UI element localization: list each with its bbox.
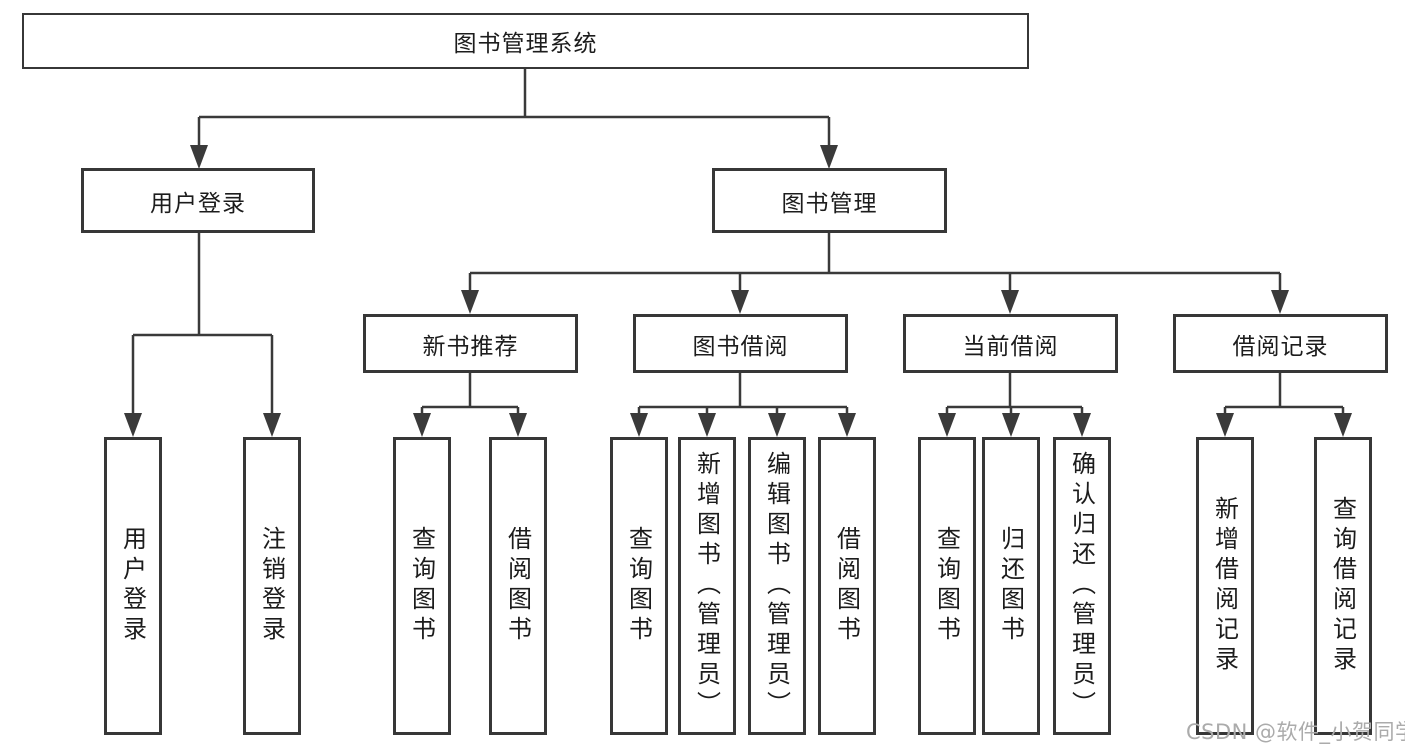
csdn-watermark: CSDN @软件_小贺同学	[1186, 720, 1405, 744]
arrowhead	[1271, 290, 1289, 314]
arrowhead	[1073, 413, 1091, 437]
arrowhead	[263, 413, 281, 437]
arrowhead	[698, 413, 716, 437]
leaf-query-borrow-record: 查询借阅记录	[1314, 437, 1372, 735]
arrowhead	[768, 413, 786, 437]
arrowhead	[461, 290, 479, 314]
leaf-add-books-admin: 新增图书（管理员）	[678, 437, 736, 735]
edge-user-login	[131, 233, 274, 415]
arrowhead	[413, 413, 431, 437]
arrowhead	[190, 145, 208, 169]
leaf-query-books-borrowing: 查询图书	[610, 437, 668, 735]
arrowhead	[630, 413, 648, 437]
node-book-management: 图书管理	[712, 168, 947, 233]
arrowhead	[820, 145, 838, 169]
node-book-borrowing: 图书借阅	[633, 314, 848, 373]
leaf-query-books-recommend: 查询图书	[393, 437, 451, 735]
arrowhead	[838, 413, 856, 437]
edge-current-borrow	[945, 373, 1084, 415]
arrowhead	[509, 413, 527, 437]
leaf-logout: 注销登录	[243, 437, 301, 735]
arrowhead	[1334, 413, 1352, 437]
arrowhead	[1002, 413, 1020, 437]
edge-book-mgmt	[468, 233, 1282, 292]
arrowhead	[938, 413, 956, 437]
edge-book-borrow	[637, 373, 849, 415]
arrowhead	[731, 290, 749, 314]
node-user-login: 用户登录	[81, 168, 315, 233]
leaf-add-borrow-record: 新增借阅记录	[1196, 437, 1254, 735]
edge-borrow-records	[1223, 373, 1345, 415]
arrowhead	[124, 413, 142, 437]
edge-new-book-rec	[420, 373, 520, 415]
leaf-confirm-return-admin: 确认归还（管理员）	[1053, 437, 1111, 735]
leaf-query-books-current: 查询图书	[918, 437, 976, 735]
edge-root	[197, 69, 831, 146]
node-current-borrowing: 当前借阅	[903, 314, 1118, 373]
arrowhead	[1216, 413, 1234, 437]
node-new-book-recommend: 新书推荐	[363, 314, 578, 373]
arrowhead	[1001, 290, 1019, 314]
leaf-borrow-books: 借阅图书	[818, 437, 876, 735]
leaf-user-login: 用户登录	[104, 437, 162, 735]
arrowheads	[124, 145, 1352, 437]
leaf-return-books: 归还图书	[982, 437, 1040, 735]
node-borrowing-records: 借阅记录	[1173, 314, 1388, 373]
leaf-borrow-books-recommend: 借阅图书	[489, 437, 547, 735]
node-root-system: 图书管理系统	[22, 13, 1029, 69]
leaf-edit-books-admin: 编辑图书（管理员）	[748, 437, 806, 735]
